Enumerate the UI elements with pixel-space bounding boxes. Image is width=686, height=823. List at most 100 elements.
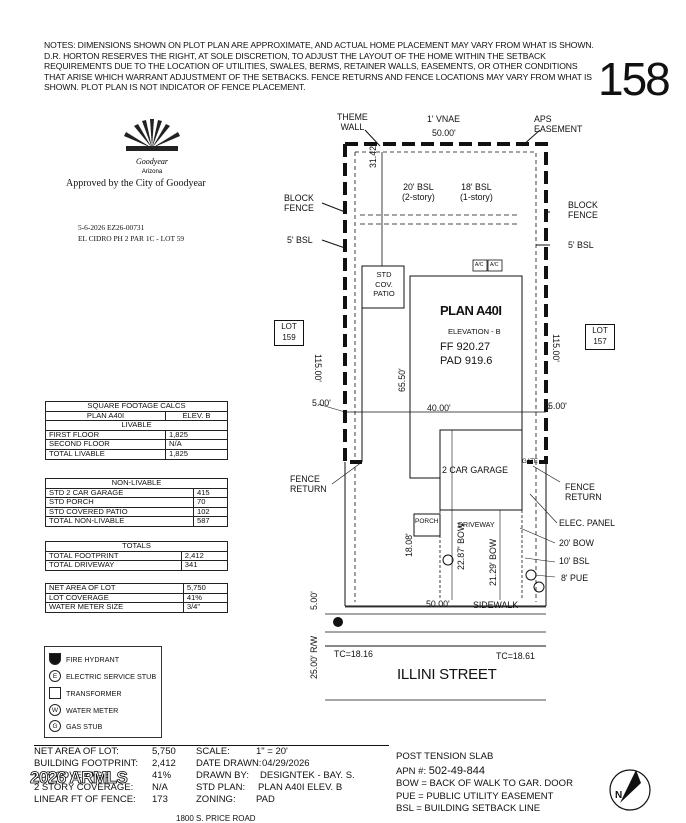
bsl-definition: BSL = BUILDING SETBACK LINE bbox=[396, 803, 541, 814]
footprint-value: 2,412 bbox=[152, 758, 176, 769]
lot-157-label: LOT 157 bbox=[585, 324, 615, 350]
bow-definition: BOW = BACK OF WALK TO GAR. DOOR bbox=[396, 778, 573, 789]
water-meter-icon: W bbox=[49, 704, 61, 716]
electric-stub-icon: E bbox=[49, 670, 61, 682]
driveway-label: DRIVEWAY bbox=[458, 522, 495, 529]
two-story-row: 2 STORY COVERAGE: bbox=[34, 782, 134, 793]
top-of-curb-left: TC=18.16 bbox=[334, 649, 373, 659]
aps-easement-label: APS EASEMENT bbox=[534, 114, 583, 134]
zoning-label: ZONING: bbox=[196, 794, 236, 805]
watermark: 2026 ARMLS bbox=[30, 768, 129, 788]
sidewalk-label: SIDEWALK bbox=[473, 600, 519, 610]
fence-return-right: FENCE RETURN bbox=[565, 482, 602, 502]
block-fence-left: BLOCK FENCE bbox=[284, 193, 314, 213]
dim-2287: 22.87' BOW bbox=[456, 522, 466, 570]
pue-8-label: 8' PUE bbox=[561, 573, 589, 583]
elec-panel-label: ELEC. PANEL bbox=[559, 518, 616, 528]
elevation-label: ELEVATION - B bbox=[448, 327, 501, 336]
bow-20-label: 20' BOW bbox=[559, 538, 594, 548]
permit-line1: 5-6-2026 EZ26-00731 bbox=[78, 223, 145, 232]
porch-label: PORCH bbox=[415, 518, 439, 525]
date-label: DATE DRAWN: bbox=[196, 758, 262, 769]
street-name: ILLINI STREET bbox=[397, 666, 497, 683]
setback-right-dim: 5.00' bbox=[548, 401, 567, 411]
dim-3142: 31.42' bbox=[368, 144, 378, 168]
scale-value: 1" = 20' bbox=[256, 746, 288, 757]
net-area-value: 5,750 bbox=[152, 746, 176, 757]
zoning-value: PAD bbox=[256, 794, 275, 805]
transformer-icon bbox=[49, 687, 61, 699]
plot-notes: NOTES: DIMENSIONS SHOWN ON PLOT PLAN ARE… bbox=[44, 40, 594, 93]
ac-unit-2: A/C bbox=[490, 262, 499, 268]
permit-line2: EL CIDRO PH 2 PAR 1C - LOT 59 bbox=[78, 234, 185, 243]
apn-row: APN #: 502-49-844 bbox=[396, 765, 486, 777]
front-width-dim: 50.00' bbox=[426, 599, 450, 609]
drawn-label: DRAWN BY: bbox=[196, 770, 249, 781]
legend-item: FIRE HYDRANT bbox=[49, 653, 119, 665]
side-right-dim: 115.00' bbox=[551, 334, 561, 362]
permit-info: 5-6-2026 EZ26-00731 EL CIDRO PH 2 PAR 1C… bbox=[78, 222, 184, 244]
top-width-dim: 50.00' bbox=[432, 128, 456, 138]
gas-stub-icon: G bbox=[49, 720, 61, 732]
lot-159-label: LOT 159 bbox=[274, 320, 304, 346]
finished-floor: FF 920.27 bbox=[440, 341, 491, 353]
gate-label: GATE bbox=[522, 459, 538, 465]
covered-patio-label: STD COV. PATIO bbox=[373, 270, 395, 298]
two-story-value: N/A bbox=[152, 782, 168, 793]
top-of-curb-right: TC=18.61 bbox=[496, 651, 535, 661]
electric-stub-marker bbox=[525, 569, 537, 581]
net-area-row: NET AREA OF LOT: bbox=[34, 746, 119, 757]
dim-6550: 65.50' bbox=[397, 368, 407, 392]
address: 1800 S. PRICE ROAD bbox=[176, 814, 256, 823]
slab-note: POST TENSION SLAB bbox=[396, 751, 494, 762]
ac-unit-1: A/C bbox=[475, 262, 484, 268]
dim-1808: 18.08' bbox=[404, 533, 414, 557]
bsl-18-label: 18' BSL (1-story) bbox=[460, 182, 493, 202]
north-icon: N bbox=[615, 790, 623, 801]
bsl-10-label: 10' BSL bbox=[559, 556, 590, 566]
scale-label: SCALE: bbox=[196, 746, 230, 757]
side-left-dim: 115.00' bbox=[313, 354, 323, 382]
logo-line1: Goodyear bbox=[136, 157, 169, 166]
bsl-20-label: 20' BSL (2-story) bbox=[402, 182, 435, 202]
footprint-row: BUILDING FOOTPRINT: bbox=[34, 758, 138, 769]
fence-return-left: FENCE RETURN bbox=[290, 474, 327, 494]
fire-hydrant-marker bbox=[333, 617, 343, 627]
std-plan-value: PLAN A40I ELEV. B bbox=[258, 782, 343, 793]
fire-hydrant-icon bbox=[49, 653, 61, 665]
walk-dim: 5.00' bbox=[309, 591, 319, 610]
water-meter-marker bbox=[533, 581, 545, 593]
bsl-5-right: 5' BSL bbox=[568, 240, 594, 250]
fence-row: LINEAR FT OF FENCE: bbox=[34, 794, 136, 805]
drawn-value: DESIGNTEK - BAY. S. bbox=[260, 770, 355, 781]
coverage-value: 41% bbox=[152, 770, 172, 781]
pad-elevation: PAD 919.6 bbox=[440, 355, 493, 367]
plan-name: PLAN A40I bbox=[440, 303, 502, 318]
coverage-row: LOT COVERAGE: bbox=[34, 770, 112, 781]
house-width-dim: 40.00' bbox=[427, 403, 451, 413]
setback-left-dim: 5.00' bbox=[312, 398, 331, 408]
date-value: 04/29/2026 bbox=[262, 758, 310, 769]
std-plan-label: STD PLAN: bbox=[196, 782, 246, 793]
dim-2129: 21.29' BOW bbox=[488, 538, 498, 586]
lot-number: 158 bbox=[598, 53, 671, 105]
bsl-5-left: 5' BSL bbox=[287, 235, 313, 245]
garage-label: 2 CAR GARAGE bbox=[442, 465, 508, 475]
pue-definition: PUE = PUBLIC UTILITY EASEMENT bbox=[396, 791, 554, 802]
fence-value: 173 bbox=[152, 794, 168, 805]
city-logo: Goodyear Arizona bbox=[124, 119, 180, 175]
gas-stub-marker bbox=[442, 554, 454, 566]
